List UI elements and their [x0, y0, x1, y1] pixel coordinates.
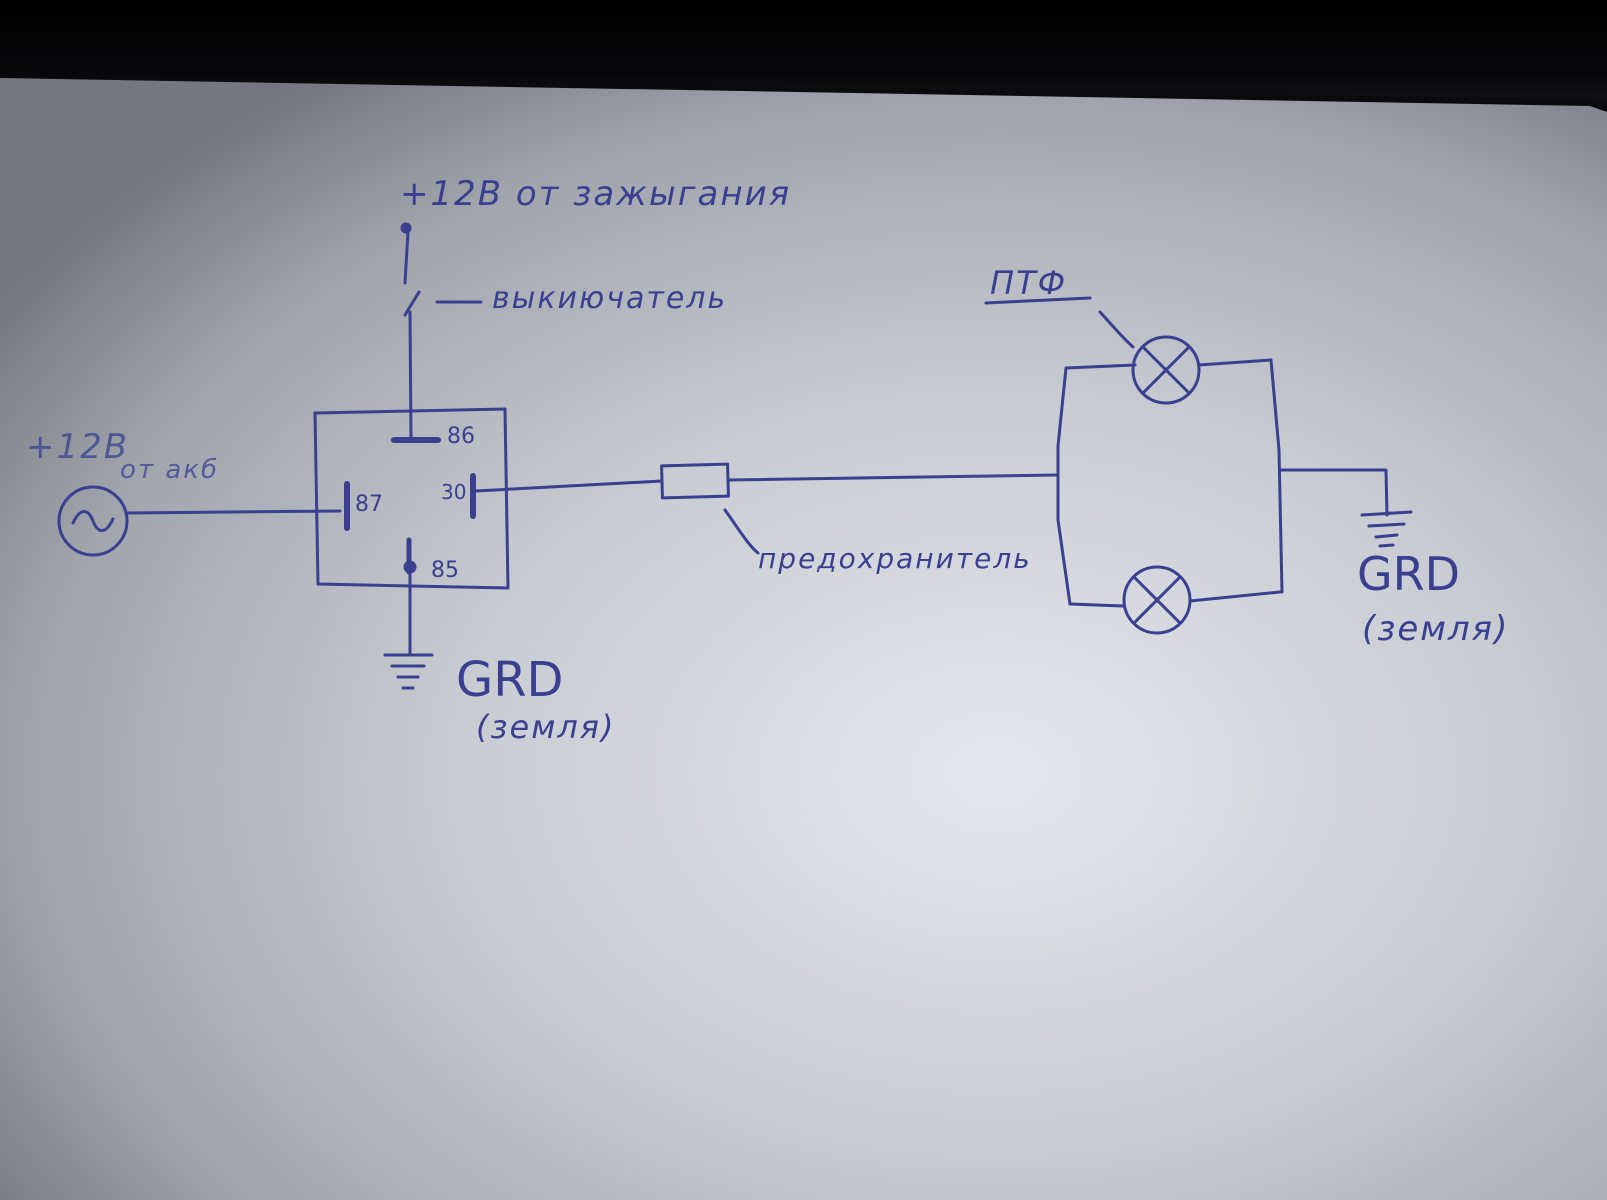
fuse-leader — [723, 508, 760, 555]
ignition-terminal — [400, 222, 412, 234]
switch-blade — [403, 290, 421, 317]
relay-box — [313, 407, 510, 590]
labels: +12В от зажыгания выкиючатель +12В от ак… — [26, 174, 1509, 746]
wire-30-fuse — [474, 479, 664, 493]
pin85-label: 85 — [431, 558, 459, 583]
circuit — [57, 222, 1413, 690]
label-gnd-left: GRD — [456, 652, 564, 708]
lamp-lower-wire-left — [1068, 602, 1125, 608]
pin87-label: 87 — [355, 492, 383, 517]
pin30-label: 30 — [441, 480, 466, 504]
label-battery-from: от акб — [120, 455, 219, 485]
wire-fuse-lamps — [726, 473, 1060, 482]
wire-lamps-ground — [1279, 468, 1389, 517]
wire-ignition — [403, 230, 410, 285]
label-gnd-right-note: (земля) — [1362, 609, 1509, 649]
paper-sheet — [0, 78, 1607, 1200]
label-battery-plus: +12В — [26, 427, 129, 467]
ground-symbol-right — [1360, 510, 1413, 548]
lamp-upper-wire-right — [1197, 358, 1273, 367]
lamp-upper-wire-left — [1064, 363, 1137, 370]
pin86-label: 86 — [447, 424, 475, 449]
lamp-bank-left-rail — [1056, 366, 1072, 606]
wire-battery-87 — [126, 509, 342, 515]
lamp-lower-wire-right — [1188, 590, 1282, 603]
ptf-underline — [984, 296, 1092, 305]
ptf-leader — [1098, 310, 1135, 349]
battery-source-icon — [57, 485, 129, 557]
fog-lamp-upper-icon — [1131, 335, 1201, 405]
label-ignition: +12В от зажыгания — [400, 174, 791, 214]
lamp-bank-right-rail — [1269, 358, 1284, 594]
label-switch: выкиючатель — [492, 281, 727, 316]
label-fuse: предохранитель — [758, 542, 1032, 575]
ground-symbol-left — [383, 653, 434, 690]
label-gnd-right: GRD — [1357, 547, 1460, 601]
label-gnd-left-note: (земля) — [476, 708, 616, 746]
wire-switch-86 — [408, 310, 413, 442]
sine-wave-icon — [71, 510, 115, 532]
label-ptf: ПТФ — [990, 264, 1067, 302]
fog-lamp-lower-icon — [1122, 565, 1192, 635]
